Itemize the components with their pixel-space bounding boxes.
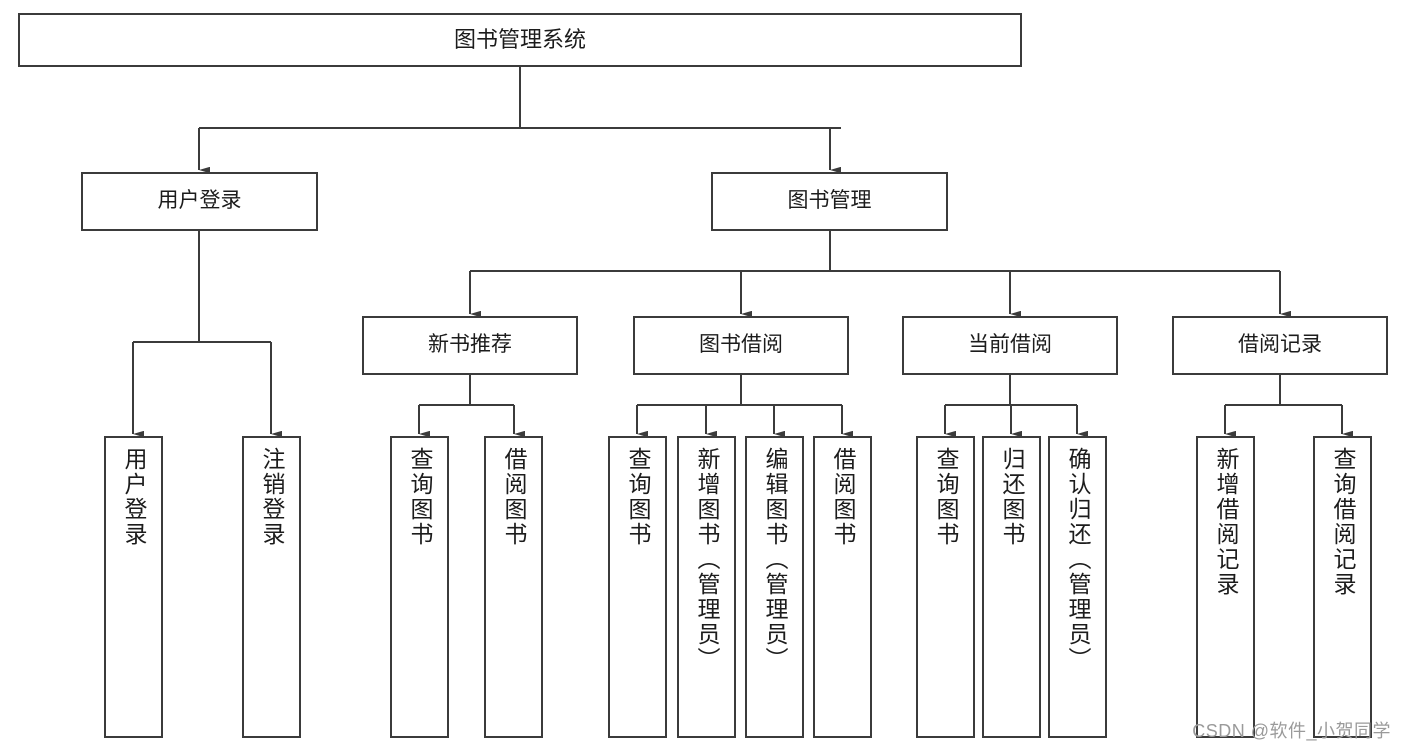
leaf-query-book-3[interactable]: 查询图书 [916,436,975,738]
node-label: 借阅图书 [501,447,527,547]
leaf-user-login[interactable]: 用户登录 [104,436,163,738]
node-label: 归还图书 [999,447,1025,547]
node-label: 用户登录 [121,447,147,547]
node-label: 新增借阅记录 [1213,447,1239,597]
node-label: 确认归还（管理员） [1065,447,1091,672]
leaf-logout[interactable]: 注销登录 [242,436,301,738]
node-label: 新增图书（管理员） [694,447,720,672]
node-label: 图书借阅 [699,333,783,357]
leaf-edit-book-admin[interactable]: 编辑图书（管理员） [745,436,804,738]
node-label: 借阅记录 [1238,333,1322,357]
node-label: 借阅图书 [830,447,856,547]
node-label: 图书管理 [787,189,872,213]
leaf-add-book-admin[interactable]: 新增图书（管理员） [677,436,736,738]
node-label: 当前借阅 [968,333,1052,357]
node-label: 用户登录 [157,189,242,213]
node-label: 查询图书 [407,447,433,547]
node-label: 新书推荐 [428,333,512,357]
node-new-book-recommend[interactable]: 新书推荐 [362,316,578,375]
csdn-watermark: CSDN @软件_小贺同学 [1192,721,1391,741]
leaf-add-borrow-record[interactable]: 新增借阅记录 [1196,436,1255,738]
node-label: 图书管理系统 [453,27,586,53]
node-root-system[interactable]: 图书管理系统 [18,13,1022,67]
node-book-borrow[interactable]: 图书借阅 [633,316,849,375]
leaf-query-book-1[interactable]: 查询图书 [390,436,449,738]
node-label: 查询图书 [933,447,959,547]
leaf-query-borrow-record[interactable]: 查询借阅记录 [1313,436,1372,738]
node-current-borrow[interactable]: 当前借阅 [902,316,1118,375]
leaf-confirm-return-admin[interactable]: 确认归还（管理员） [1048,436,1107,738]
node-user-login[interactable]: 用户登录 [81,172,318,231]
node-book-management[interactable]: 图书管理 [711,172,948,231]
leaf-return-book[interactable]: 归还图书 [982,436,1041,738]
node-label: 查询借阅记录 [1330,447,1356,597]
leaf-borrow-book-2[interactable]: 借阅图书 [813,436,872,738]
node-label: 查询图书 [625,447,651,547]
node-borrow-record[interactable]: 借阅记录 [1172,316,1388,375]
node-label: 注销登录 [259,447,285,547]
node-label: 编辑图书（管理员） [762,447,788,672]
leaf-query-book-2[interactable]: 查询图书 [608,436,667,738]
leaf-borrow-book-1[interactable]: 借阅图书 [484,436,543,738]
